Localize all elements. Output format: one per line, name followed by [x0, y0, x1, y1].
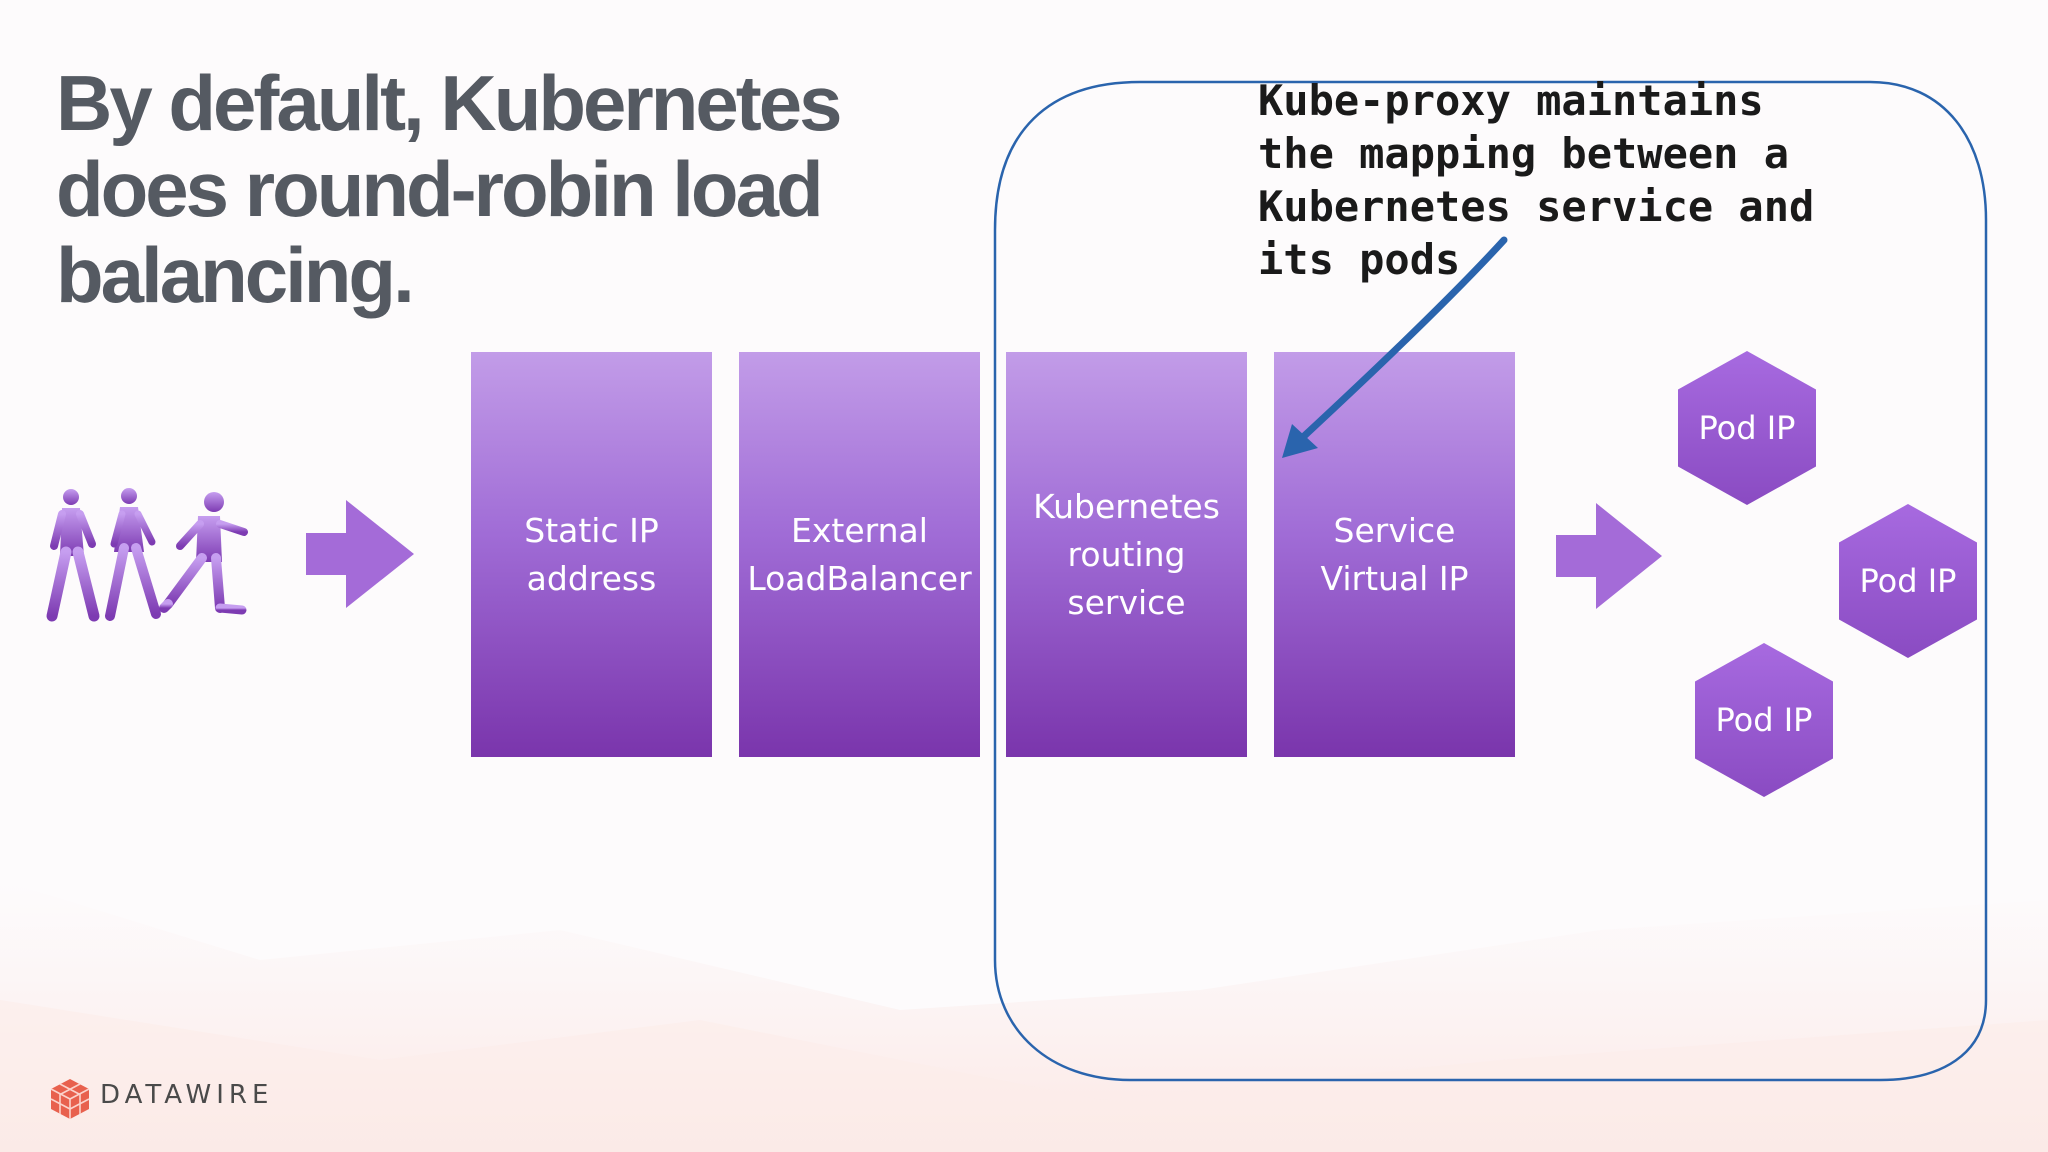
datawire-logo-icon [50, 1079, 90, 1119]
static-ip-label: Static IP address [524, 510, 659, 598]
right-arrow-icon [1556, 503, 1662, 609]
kubernetes-routing-service-box: Kubernetes routing service [1006, 352, 1247, 757]
external-loadbalancer-label: External LoadBalancer [747, 510, 972, 598]
kubernetes-routing-service-label: Kubernetes routing service [1033, 486, 1220, 622]
pod-ip-label: Pod IP [1698, 409, 1796, 447]
pod-ip-hexagon: Pod IP [1695, 643, 1833, 797]
external-loadbalancer-box: External LoadBalancer [739, 352, 980, 757]
static-ip-box: Static IP address [471, 352, 712, 757]
service-virtual-ip-label: Service Virtual IP [1320, 510, 1469, 598]
kube-proxy-annotation: Kube-proxy maintains the mapping between… [1258, 76, 1815, 284]
datawire-wordmark: DATAWIRE [100, 1080, 274, 1110]
slide-title: By default, Kubernetes does round-robin … [56, 59, 843, 319]
service-virtual-ip-box: Service Virtual IP [1274, 352, 1515, 757]
right-arrow-icon [306, 500, 414, 608]
pod-ip-label: Pod IP [1859, 562, 1957, 600]
pod-ip-label: Pod IP [1715, 701, 1813, 739]
walking-people-icon [46, 488, 248, 622]
pod-ip-hexagon: Pod IP [1839, 504, 1977, 658]
